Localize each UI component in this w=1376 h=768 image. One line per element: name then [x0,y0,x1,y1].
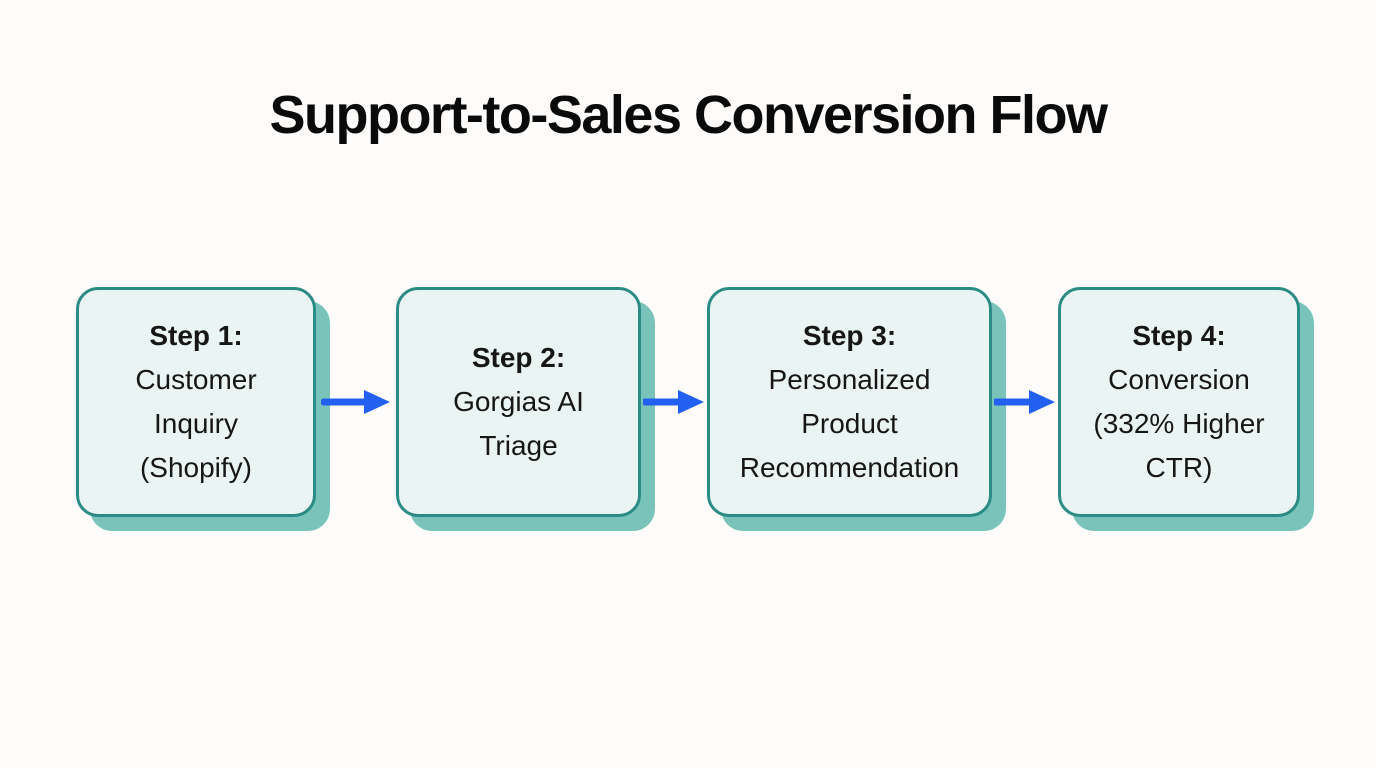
step-4-label: Step 4: [1132,320,1226,351]
step-box-1: Step 1: Customer Inquiry (Shopify) [76,287,316,517]
step-box-2: Step 2: Gorgias AI Triage [396,287,641,517]
step-1-label: Step 1: [149,320,243,351]
step-box-1-text: Step 1: Customer Inquiry (Shopify) [135,314,256,490]
flow-connector-1 [316,287,396,517]
step-3-label: Step 3: [802,320,897,351]
step-2-label: Step 2: [471,342,566,373]
right-arrow-icon [994,390,1055,414]
page-title: Support-to-Sales Conversion Flow [269,85,1108,145]
flow-connector-2 [641,287,707,517]
flow-row: Step 1: Customer Inquiry (Shopify) Step … [0,287,1376,517]
step-1-body: Customer Inquiry (Shopify) [135,364,257,483]
right-arrow-icon [321,390,390,414]
flow-connector-3 [992,287,1058,517]
step-2-body: Gorgias AI Triage [453,386,584,461]
step-box-2-text: Step 2: Gorgias AI Triage [453,336,584,468]
step-4-body: Conversion (332% Higher CTR) [1093,364,1265,483]
step-box-3: Step 3: Personalized Product Recommendat… [707,287,992,517]
step-box-4: Step 4: Conversion (332% Higher CTR) [1058,287,1300,517]
step-3-body: Personalized Product Recommendation [739,364,960,483]
step-box-4-text: Step 4: Conversion (332% Higher CTR) [1093,314,1264,490]
right-arrow-icon [643,390,704,414]
step-box-3-text: Step 3: Personalized Product Recommendat… [740,314,959,490]
